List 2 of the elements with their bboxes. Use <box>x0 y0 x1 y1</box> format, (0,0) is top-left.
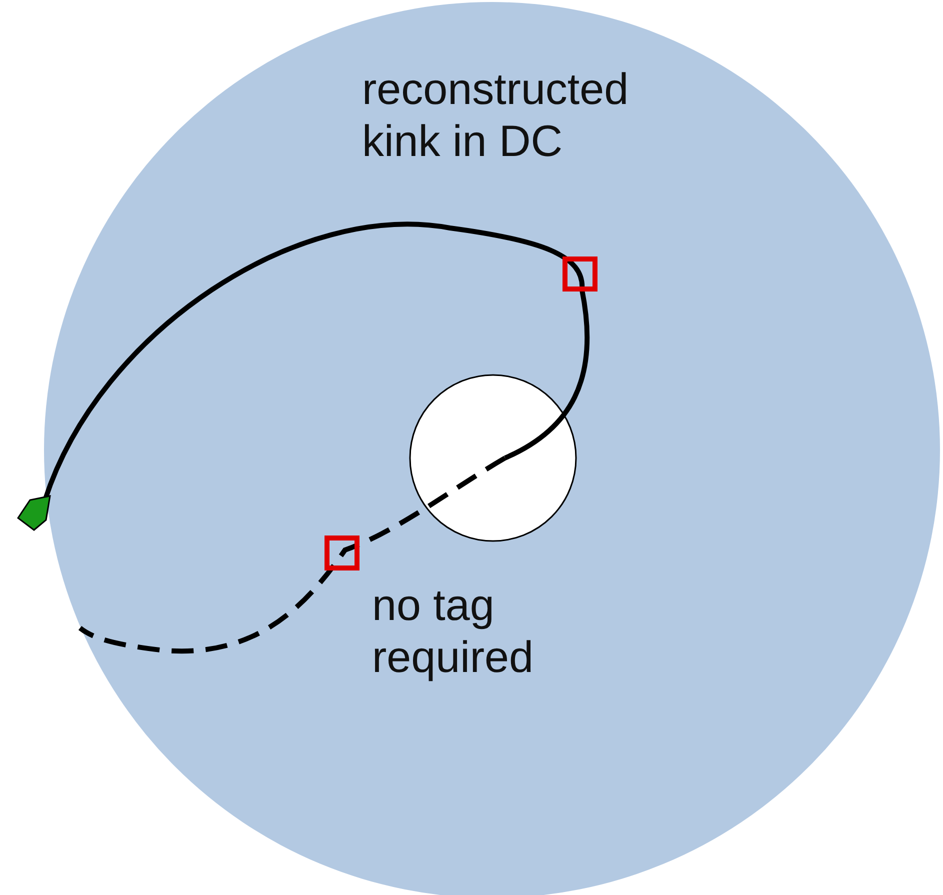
annotation-text: reconstructed kink in DC <box>362 64 630 168</box>
annotation-text: no tag required <box>372 580 534 684</box>
